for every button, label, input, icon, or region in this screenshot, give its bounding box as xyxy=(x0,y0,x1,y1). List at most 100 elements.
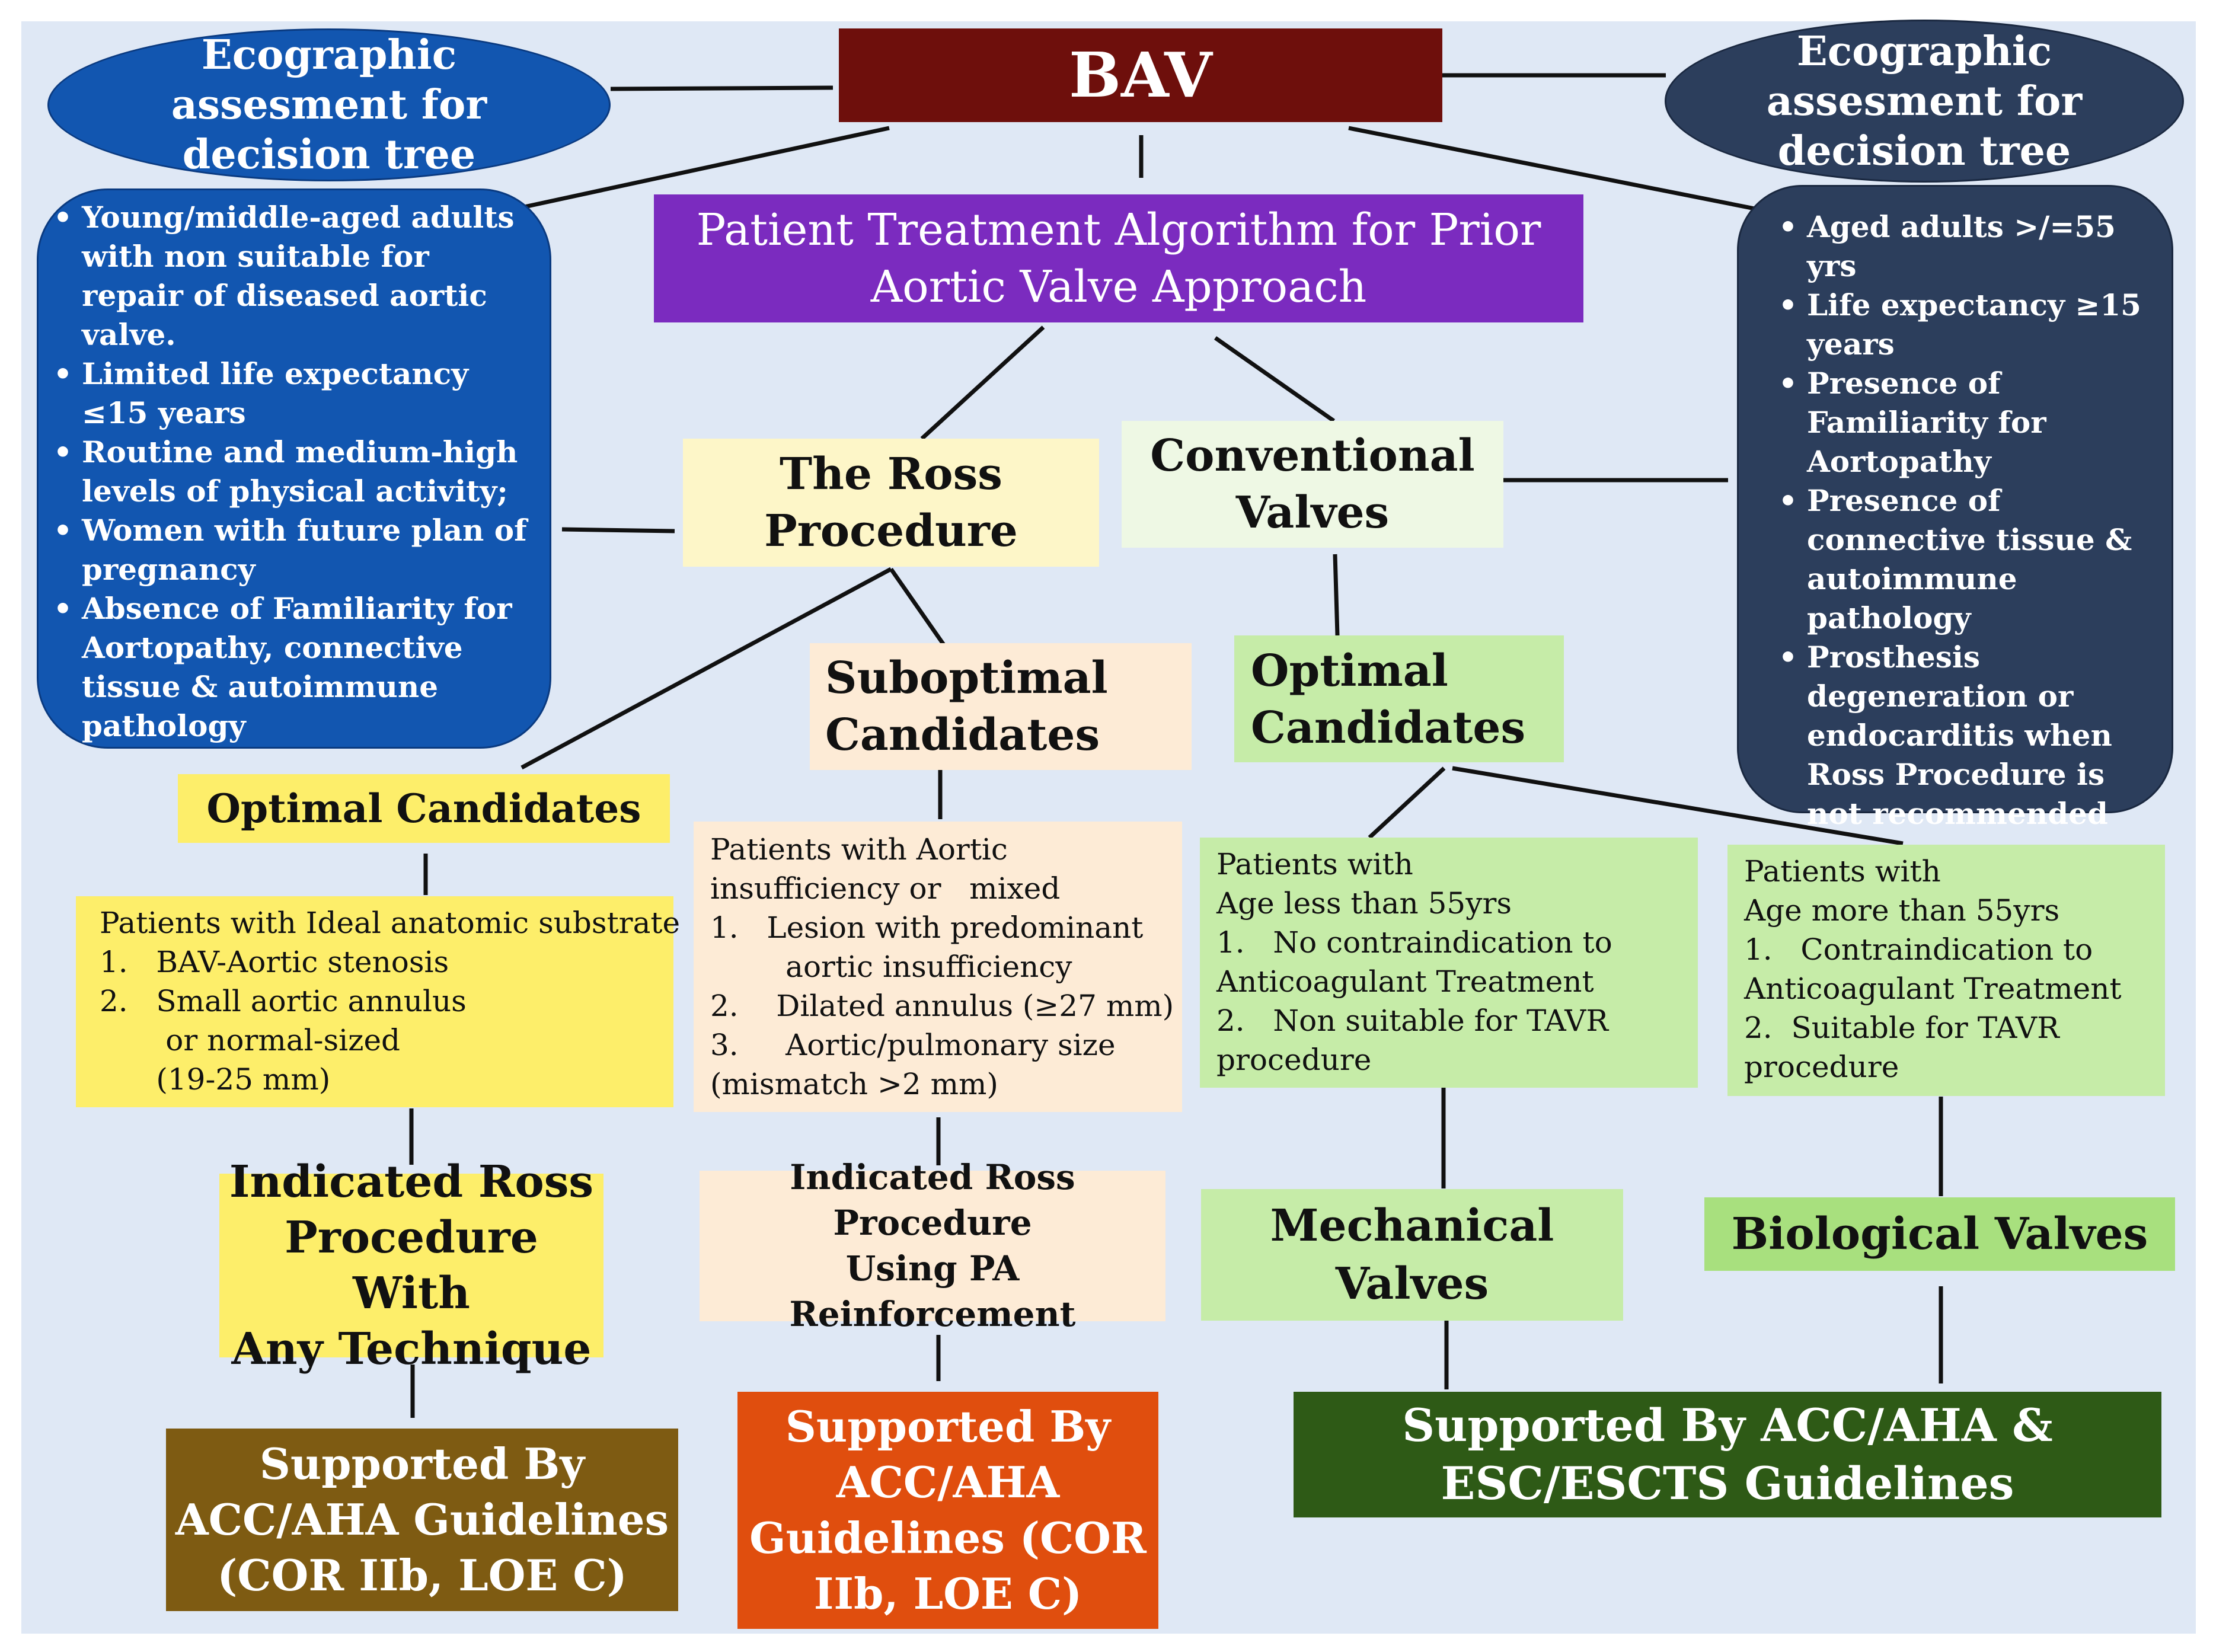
age-more-55-line: Age more than 55yrs xyxy=(1744,893,2060,928)
right-criteria-item: Presence of connective tissue & autoimmu… xyxy=(1768,481,2147,638)
bav-title: BAV xyxy=(1069,39,1212,112)
mechanical-line-2: Valves xyxy=(1335,1258,1489,1309)
connector-algorithm-ross xyxy=(920,325,1045,440)
ross-optimal-detail-line: 2. Small aortic annulus xyxy=(100,984,467,1018)
right-criteria-item: Life expectancy ≥15 years xyxy=(1768,286,2147,364)
age-less-55-line: Patients with xyxy=(1216,847,1413,881)
suboptimal-title: Suboptimal Candidates xyxy=(825,650,1181,763)
connector-ross-suboptimal xyxy=(889,567,947,649)
pa-supported-line-1: Supported By xyxy=(785,1401,1111,1452)
suboptimal-line-2: Candidates xyxy=(825,710,1100,761)
suboptimal-detail-line: insufficiency or mixed xyxy=(710,871,1061,906)
connector-ross-optimal xyxy=(520,567,892,770)
ross-optimal-detail-box xyxy=(76,896,673,1107)
mechanical-line-1: Mechanical xyxy=(1270,1200,1554,1251)
connector-bav-right-criteria xyxy=(1348,126,1764,213)
biological-valves-box: Biological Valves xyxy=(1704,1197,2175,1271)
ecographic-right-line-2: assesment for xyxy=(1766,77,2083,125)
conventional-line-2: Valves xyxy=(1235,487,1390,538)
connector-left-criteria-ross xyxy=(561,527,675,533)
age-more-55-line: procedure xyxy=(1744,1050,1899,1084)
right-criteria-item: Prosthesis degeneration or endocarditis … xyxy=(1768,638,2147,833)
ross-optimal-detail-line: Patients with Ideal anatomic substrate xyxy=(100,906,681,940)
algorithm-box: Patient Treatment Algorithm for Prior Ao… xyxy=(654,194,1583,322)
indicated-ross-line-3: Any Technique xyxy=(231,1324,592,1375)
age-more-55-line: 1. Contraindication to xyxy=(1744,932,2093,967)
left-criteria-item: Absence of Familiarity for Aortopathy, c… xyxy=(43,589,529,746)
connector-eco-left-bav xyxy=(610,85,834,91)
suboptimal-line-1: Suboptimal xyxy=(825,653,1108,704)
conventional-optimal-box xyxy=(1234,635,1564,762)
age-less-55-text: Patients with Age less than 55yrs 1. No … xyxy=(1216,845,1691,1079)
algorithm-line-2: Aortic Valve Approach xyxy=(870,261,1367,312)
ross-supported-box: Supported By ACC/AHA Guidelines (COR IIb… xyxy=(166,1429,678,1611)
right-criteria-item: Presence of Familiarity for Aortopathy xyxy=(1768,364,2147,481)
suboptimal-detail-text: Patients with Aortic insufficiency or mi… xyxy=(710,830,1179,1104)
ecographic-left-line-3: decision tree xyxy=(182,131,476,178)
ross-optimal-detail-line: 1. BAV-Aortic stenosis xyxy=(100,945,449,979)
left-criteria-item: Young/middle-aged adults with non suitab… xyxy=(43,198,529,354)
ross-title-line-1: The Ross xyxy=(780,449,1002,500)
indicated-ross-pa-box: Indicated Ross Procedure Using PA Reinfo… xyxy=(700,1157,1165,1334)
age-less-55-line: procedure xyxy=(1216,1043,1372,1077)
ross-optimal-title: Optimal Candidates xyxy=(206,785,641,832)
conventional-valves-box: Conventional Valves xyxy=(1122,421,1503,548)
suboptimal-detail-line: 2. Dilated annulus (≥27 mm) xyxy=(710,989,1174,1023)
ross-supported-line-3: (COR IIb, LOE C) xyxy=(217,1550,627,1600)
age-more-55-text: Patients with Age more than 55yrs 1. Con… xyxy=(1744,852,2159,1087)
ecographic-left-ellipse: Ecographic assesment for decision tree xyxy=(47,28,611,181)
age-less-55-line: 2. Non suitable for TAVR xyxy=(1216,1004,1608,1038)
ross-supported-line-2: ACC/AHA Guidelines xyxy=(175,1494,669,1545)
suboptimal-detail-line: 3. Aortic/pulmonary size xyxy=(710,1028,1116,1062)
pa-supported-line-3: Guidelines (COR xyxy=(749,1513,1147,1563)
connector-conventional-optimal xyxy=(1333,554,1340,636)
connector-bav-left-criteria xyxy=(521,126,890,210)
conventional-optimal-line-2: Candidates xyxy=(1251,702,1526,753)
right-criteria-list: Aged adults >/=55 yrs Life expectancy ≥1… xyxy=(1768,207,2147,833)
ross-optimal-detail-line: (19-25 mm) xyxy=(100,1062,331,1097)
age-less-55-line: Age less than 55yrs xyxy=(1216,886,1512,921)
pa-supported-box: Supported By ACC/AHA Guidelines (COR IIb… xyxy=(737,1392,1158,1629)
ecographic-right-line-1: Ecographic xyxy=(1796,27,2052,75)
suboptimal-detail-line: Patients with Aortic xyxy=(710,832,1008,867)
left-criteria-item: Women with future plan of pregnancy xyxy=(43,511,529,589)
indicated-pa-line-1: Indicated Ross xyxy=(790,1157,1075,1197)
connector-optimal-young xyxy=(1368,766,1446,839)
pa-supported-line-2: ACC/AHA xyxy=(836,1457,1060,1507)
conventional-optimal-line-1: Optimal xyxy=(1251,646,1448,696)
bav-box: BAV xyxy=(839,28,1442,122)
age-more-55-box xyxy=(1727,845,2165,1096)
algorithm-line-1: Patient Treatment Algorithm for Prior xyxy=(696,204,1541,255)
left-criteria-item: Limited life expectancy ≤15 years xyxy=(43,354,529,433)
indicated-pa-line-3: Using PA Reinforcement xyxy=(789,1248,1076,1334)
suboptimal-detail-box xyxy=(694,822,1182,1112)
suboptimal-detail-line: 1. Lesion with predominant xyxy=(710,910,1144,945)
left-criteria-list: Young/middle-aged adults with non suitab… xyxy=(43,198,529,746)
age-less-55-line: 1. No contraindication to xyxy=(1216,925,1612,960)
ross-optimal-candidates-box: Optimal Candidates xyxy=(178,774,670,843)
suboptimal-detail-line: aortic insufficiency xyxy=(710,950,1072,984)
left-criteria-item: Routine and medium-high levels of physic… xyxy=(43,433,529,511)
suboptimal-candidates-box xyxy=(810,643,1192,770)
conventional-optimal-title: Optimal Candidates xyxy=(1251,643,1559,756)
ecographic-right-ellipse: Ecographic assesment for decision tree xyxy=(1665,20,2184,183)
age-more-55-line: Anticoagulant Treatment xyxy=(1744,972,2122,1006)
ecographic-left-line-2: assesment for xyxy=(171,81,487,129)
ross-optimal-detail-text: Patients with Ideal anatomic substrate 1… xyxy=(100,903,681,1099)
conventional-supported-box: Supported By ACC/AHA & ESC/ESCTS Guideli… xyxy=(1294,1392,2161,1517)
ross-supported-line-1: Supported By xyxy=(259,1439,585,1489)
ecographic-right-line-3: decision tree xyxy=(1777,127,2071,175)
connector-algorithm-conventional xyxy=(1214,336,1336,423)
indicated-ross-line-1: Indicated Ross xyxy=(229,1156,594,1207)
age-less-55-line: Anticoagulant Treatment xyxy=(1216,964,1594,999)
biological-title: Biological Valves xyxy=(1731,1208,2148,1260)
age-more-55-line: Patients with xyxy=(1744,854,1941,889)
conventional-supported-line-1: Supported By ACC/AHA & xyxy=(1402,1399,2053,1452)
indicated-ross-box: Indicated Ross Procedure With Any Techni… xyxy=(219,1156,603,1375)
pa-supported-line-4: IIb, LOE C) xyxy=(813,1568,1082,1619)
ross-title-line-2: Procedure xyxy=(764,506,1018,557)
ross-optimal-detail-line: or normal-sized xyxy=(100,1023,401,1057)
mechanical-valves-box: Mechanical Valves xyxy=(1201,1189,1623,1321)
